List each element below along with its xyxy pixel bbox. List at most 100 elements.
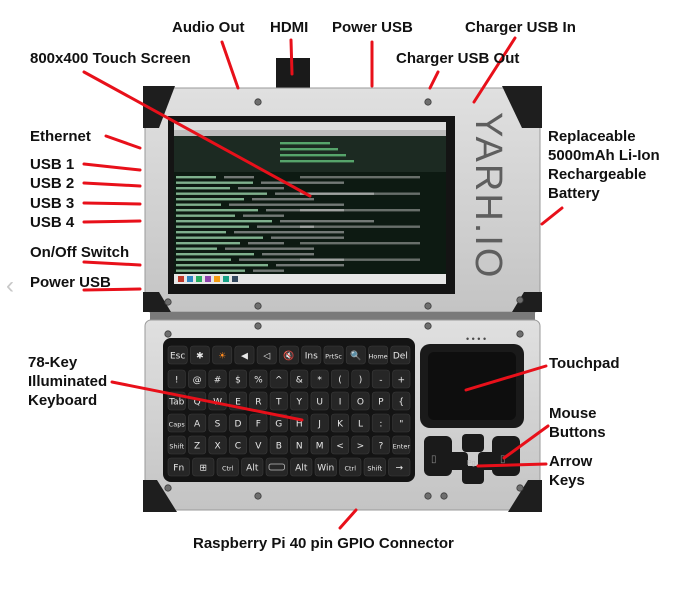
terminal-line	[239, 258, 344, 261]
keyboard-key-label: *	[317, 376, 322, 386]
case-screw	[424, 492, 432, 500]
keyboard-key-label: →	[395, 464, 403, 474]
keyboard-key	[192, 457, 215, 477]
mouse-buttons-line-2: Buttons	[549, 424, 606, 441]
arrow-key-up	[462, 434, 484, 452]
brand-logo: YARH.IO	[467, 112, 509, 279]
keyboard-key	[290, 369, 309, 389]
keyboard-key	[249, 435, 268, 455]
terminal-line	[176, 242, 240, 245]
case-screw	[424, 98, 432, 106]
keyboard-key-label: Caps	[169, 421, 186, 429]
keyboard-key	[371, 391, 390, 411]
keyboard-key-label: {	[398, 398, 404, 408]
label-on-off-switch: On/Off Switch	[30, 244, 130, 261]
keyboard-key	[301, 345, 322, 365]
keyboard-key-label: 🔍	[350, 350, 361, 362]
case-screw	[254, 302, 262, 310]
keyboard-key-label: P	[378, 398, 384, 408]
arrow-ethernet	[104, 134, 142, 150]
terminal-line	[176, 253, 254, 256]
keyboard-key	[290, 457, 313, 477]
keyboard-key	[167, 435, 186, 455]
left-mouse-button	[424, 436, 452, 476]
keyboard-key-label: -	[379, 376, 382, 386]
bumper-mid-right	[512, 292, 542, 312]
keyboard-key	[363, 457, 386, 477]
terminal-line	[176, 269, 245, 272]
label-ethernet: Ethernet	[30, 128, 91, 145]
arrow-usb1	[82, 162, 142, 172]
touchpad	[428, 352, 516, 420]
spacebar-outline	[268, 463, 285, 471]
keyboard-key	[290, 435, 309, 455]
keyboard-key	[345, 345, 366, 365]
case-screw	[440, 492, 448, 500]
keyboard-key-label: :	[379, 420, 382, 430]
keyboard-key	[167, 457, 190, 477]
bumper-bottom-left	[143, 480, 177, 512]
case-screws	[164, 98, 524, 500]
taskbar-app-icon	[196, 276, 202, 282]
keyboard-key-label: @	[193, 376, 202, 386]
indicator-leds: • • • •	[466, 334, 486, 344]
case-screw	[516, 296, 524, 304]
right-mouse-icon: ▯	[500, 454, 506, 465]
keyboard-key-label: #	[214, 376, 222, 386]
keyboard-key-label: Shift	[169, 443, 184, 451]
keyboard-key-label: Tab	[168, 398, 185, 408]
terminal-line	[248, 242, 284, 245]
keyboard-key-label: Y	[295, 398, 302, 408]
keyboard-key-label: S	[215, 420, 221, 430]
keyboard-key-label: >	[357, 442, 365, 452]
arrow-center-label: Pg	[467, 460, 476, 467]
keyboard-key-label: Fn	[173, 464, 184, 474]
keyboard-key-label: V	[255, 442, 262, 452]
arrow-key-left	[448, 452, 468, 470]
arrow-touchpad	[464, 364, 548, 392]
keyboard-key	[388, 457, 411, 477]
keyboard-key	[234, 345, 255, 365]
case-screw	[164, 330, 172, 338]
keyboard-key-label: PrtSc	[325, 353, 342, 361]
taskbar-app-icon	[214, 276, 220, 282]
label-power-usb-top: Power USB	[332, 19, 413, 36]
mouse-buttons-line-1: Mouse	[549, 405, 597, 422]
keyboard-key	[167, 345, 188, 365]
keyboard-key-label: F	[256, 420, 261, 430]
case-screw	[164, 298, 172, 306]
keyboard-key	[167, 413, 186, 433]
terminal-line	[252, 198, 314, 201]
arrow-touch-screen	[82, 70, 312, 198]
keyboard-key-label: T	[275, 398, 282, 408]
keyboard-key-label: O	[357, 398, 364, 408]
case-screw	[516, 484, 524, 492]
terminal-line	[300, 192, 420, 195]
terminal-line	[300, 242, 420, 245]
keyboard-line-3: Keyboard	[28, 392, 98, 409]
keyboard-key	[323, 345, 344, 365]
keyboard-key	[228, 413, 247, 433]
keyboard-key-label: Home	[368, 353, 387, 361]
keyboard-key-label: )	[359, 376, 363, 386]
bumper-top-right	[502, 86, 542, 128]
terminal-line	[266, 209, 344, 212]
keyboard-key	[331, 391, 350, 411]
keyboard-key-label: Enter	[393, 443, 411, 451]
terminal-line	[176, 231, 226, 234]
arrow-usb4	[82, 219, 142, 224]
keyboard-key	[290, 391, 309, 411]
arrow-arrow-keys	[476, 462, 548, 468]
keyboard-key-label: N	[296, 442, 303, 452]
gallery-prev-chevron-icon[interactable]: ‹	[6, 272, 14, 299]
terminal-output	[176, 142, 420, 272]
taskbar-app-icon	[187, 276, 193, 282]
terminal-line	[271, 236, 344, 239]
terminal-line	[176, 198, 244, 201]
label-audio-out: Audio Out	[172, 19, 245, 36]
terminal-line	[300, 176, 420, 179]
keyboard-key	[310, 413, 329, 433]
taskbar-app-icon	[223, 276, 229, 282]
terminal-line	[234, 231, 344, 234]
keyboard-key	[392, 391, 411, 411]
